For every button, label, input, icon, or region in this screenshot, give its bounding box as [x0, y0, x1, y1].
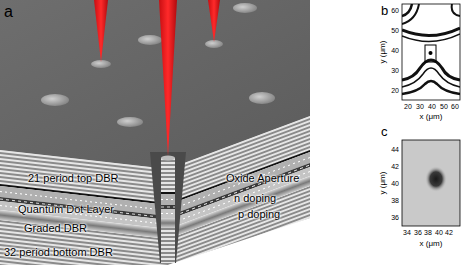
pillar-top [161, 156, 175, 161]
tick-label: 38 [391, 197, 399, 204]
pillar [161, 158, 175, 263]
layer-label: p doping [238, 209, 280, 220]
layer-label: Quantum Dot Layer [18, 204, 114, 215]
tick-label: 50 [440, 103, 448, 110]
tick-label: 30 [391, 67, 399, 74]
axis-label: x (μm) [420, 240, 443, 248]
tick-label: 30 [416, 103, 424, 110]
tick-label: 20 [404, 103, 412, 110]
axis-label: y (μm) [379, 172, 387, 195]
tick-label: 40 [428, 103, 436, 110]
tick-label: 40 [391, 47, 399, 54]
layer-label: 32 period bottom DBR [4, 247, 113, 258]
tick-label: 20 [391, 87, 399, 94]
tick-label: 44 [391, 146, 399, 153]
axis-label: y (μm) [379, 41, 387, 64]
tick-label: 60 [451, 103, 459, 110]
spot-image [425, 166, 447, 192]
crater [138, 35, 162, 45]
plot-frame [402, 140, 460, 226]
tick-label: 60 [391, 7, 399, 14]
laser-beam [159, 0, 177, 156]
tick-label: 40 [391, 180, 399, 187]
layer-label: n doping [234, 193, 276, 204]
tick-label: 42 [391, 163, 399, 170]
layer-label: 21 period top DBR [28, 173, 119, 184]
tick-label: 38 [424, 229, 432, 236]
spot [429, 51, 433, 55]
image-c [402, 140, 460, 226]
tick-label: 50 [391, 27, 399, 34]
fringe-pattern [402, 4, 460, 94]
layer-label: Graded DBR [24, 223, 87, 234]
right-face [168, 87, 388, 265]
panel-letter: a [4, 4, 13, 20]
tick-label: 36 [391, 214, 399, 221]
panel-letter: c [381, 125, 388, 138]
crater [41, 94, 69, 106]
tick-label: 34 [403, 229, 411, 236]
plot-frame [402, 4, 460, 100]
tick-label: 42 [445, 229, 453, 236]
laser-beam [94, 0, 108, 62]
image-b [402, 4, 460, 100]
region-box [425, 45, 436, 62]
crater [233, 3, 257, 13]
panel-letter: b [381, 4, 388, 17]
crater [117, 117, 143, 127]
tick-label: 40 [435, 229, 443, 236]
tick-label: 36 [414, 229, 422, 236]
crater [249, 92, 275, 104]
laser-beam [208, 0, 220, 42]
layer-label: Oxide Aperture [226, 173, 299, 184]
axis-label: x (μm) [420, 113, 443, 121]
